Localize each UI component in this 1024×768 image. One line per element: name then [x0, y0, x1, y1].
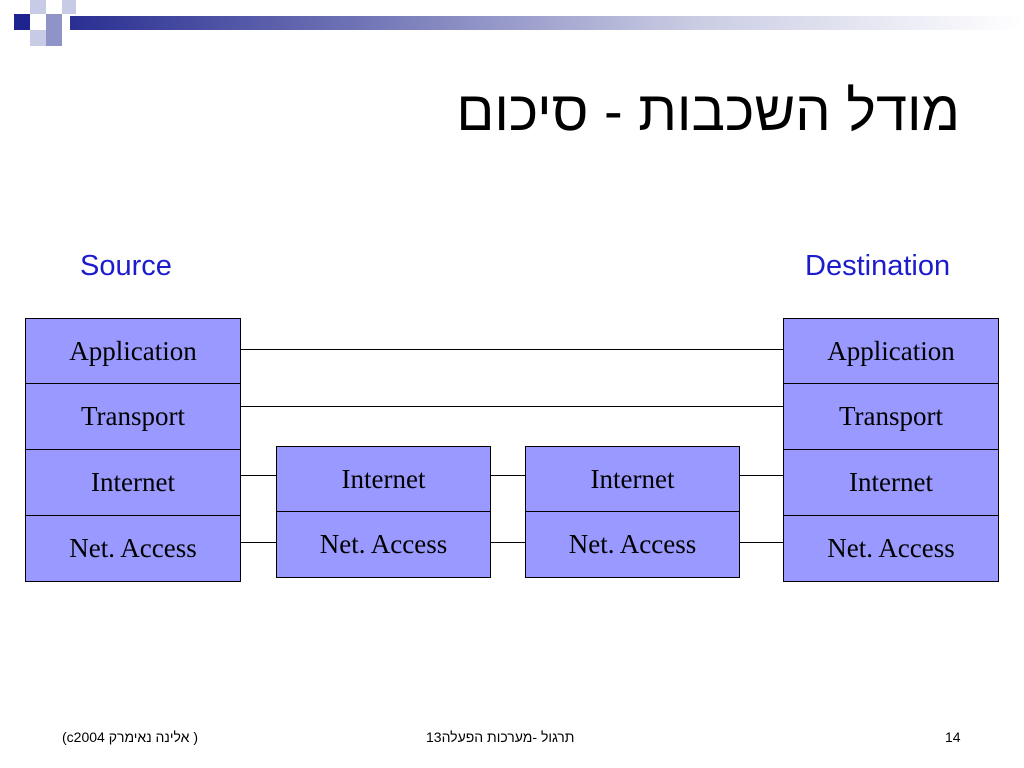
internet-link-router2-destination [740, 475, 783, 476]
router-1-internet-layer: Internet [276, 446, 491, 512]
source-internet-layer: Internet [25, 450, 241, 516]
logo-square [30, 0, 46, 14]
netaccess-link-router1-router2 [491, 542, 525, 543]
source-application-layer: Application [25, 318, 241, 384]
page-number: 14 [945, 729, 961, 745]
router-2-net-access-layer: Net. Access [525, 512, 740, 578]
header-gradient-bar [70, 16, 1024, 30]
router-1-net-access-layer: Net. Access [276, 512, 491, 578]
logo-square [62, 0, 76, 14]
logo-square [46, 14, 62, 30]
router-1-stack: Internet Net. Access [276, 446, 491, 578]
logo-square [14, 14, 30, 30]
netaccess-link-router2-destination [740, 542, 783, 543]
source-net-access-layer: Net. Access [25, 516, 241, 582]
netaccess-link-source-router1 [241, 542, 276, 543]
destination-net-access-layer: Net. Access [783, 516, 999, 582]
destination-stack: Application Transport Internet Net. Acce… [783, 318, 999, 582]
destination-label: Destination [805, 250, 951, 282]
slide-title: מודל השכבות - סיכום [456, 79, 960, 142]
destination-application-layer: Application [783, 318, 999, 384]
logo-square [46, 30, 62, 46]
source-label: Source [80, 250, 172, 282]
footer-copyright: (c2004 אלינה נאימרק ) [62, 729, 198, 745]
transport-peer-link [241, 406, 783, 407]
internet-link-source-router1 [241, 475, 276, 476]
router-2-stack: Internet Net. Access [525, 446, 740, 578]
router-2-internet-layer: Internet [525, 446, 740, 512]
footer-course: 13תרגול -מערכות הפעלה [426, 729, 575, 745]
source-stack: Application Transport Internet Net. Acce… [25, 318, 241, 582]
source-transport-layer: Transport [25, 384, 241, 450]
destination-internet-layer: Internet [783, 450, 999, 516]
application-peer-link [241, 349, 783, 350]
logo-square [30, 30, 46, 46]
destination-transport-layer: Transport [783, 384, 999, 450]
internet-link-router1-router2 [491, 475, 525, 476]
